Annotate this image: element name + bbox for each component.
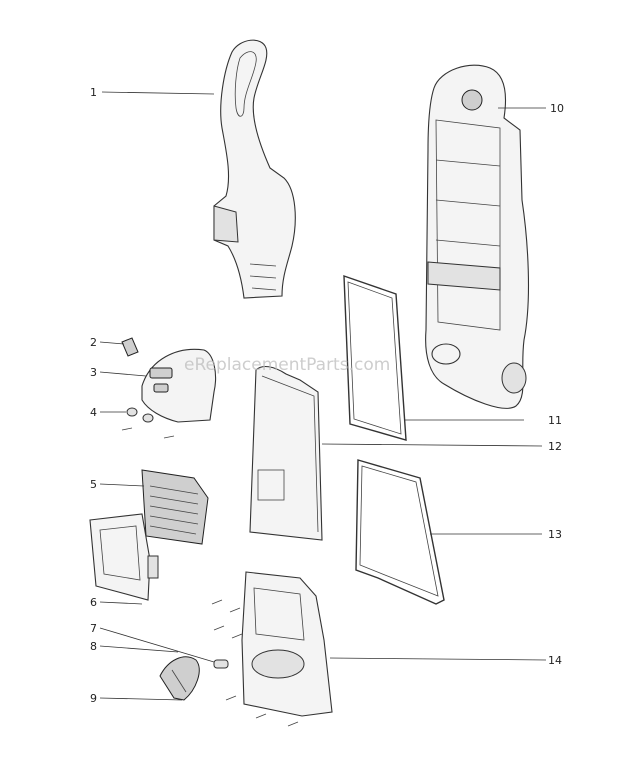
part-12-cover-panel[interactable]	[249, 365, 323, 541]
part-2-clip[interactable]	[121, 337, 139, 357]
callouts: 1 2 3 4 5 6 7 8 9 10 11 12 13 14	[90, 86, 564, 705]
part-7-bushing[interactable]	[213, 659, 229, 669]
callout-7: 7	[90, 622, 97, 635]
part-1-handle[interactable]	[213, 39, 296, 299]
watermark-text: eReplacementParts.com	[184, 355, 390, 375]
callout-1: 1	[90, 86, 97, 99]
callout-9: 9	[90, 692, 97, 705]
callout-14: 14	[548, 654, 562, 667]
callout-5: 5	[90, 478, 97, 491]
part-14-base-housing[interactable]	[241, 571, 333, 717]
part-5-filter[interactable]	[141, 469, 209, 545]
part-13-seal[interactable]	[355, 459, 445, 605]
part-4-knobs[interactable]	[126, 407, 154, 423]
screws-upper	[121, 427, 175, 439]
part-10-body-housing[interactable]	[425, 64, 530, 409]
callout-4: 4	[90, 406, 97, 419]
part-6-filter-frame[interactable]	[89, 513, 159, 601]
part-8-9-flap[interactable]	[159, 656, 200, 701]
callout-10: 10	[550, 102, 564, 115]
callout-11: 11	[548, 414, 562, 427]
leader-lines	[99, 91, 547, 701]
callout-6: 6	[90, 596, 97, 609]
callout-12: 12	[548, 440, 562, 453]
screws-lower	[211, 599, 299, 727]
callout-8: 8	[90, 640, 97, 653]
callout-2: 2	[90, 336, 97, 349]
part-3-filter-cover[interactable]	[141, 348, 217, 423]
callout-13: 13	[548, 528, 562, 541]
part-11-gasket[interactable]	[343, 275, 407, 441]
callout-3: 3	[90, 366, 97, 379]
